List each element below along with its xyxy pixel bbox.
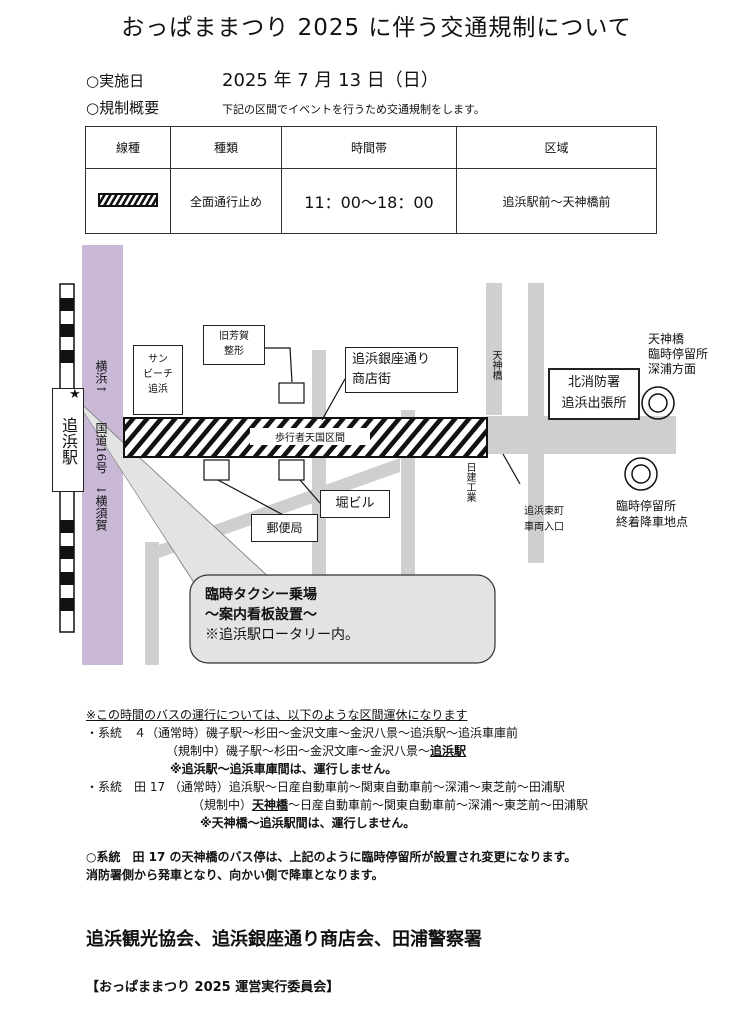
notes-intro: ※この時間のバスの運行については、以下のような区間運休になります bbox=[86, 708, 468, 722]
sunbeach-l1: サン bbox=[148, 354, 168, 365]
stop-change-2: 消防署側から発車となり、向かい側で降車となります。 bbox=[86, 868, 384, 882]
hatched-line-icon bbox=[98, 192, 158, 207]
kyuyoshiga-box: 旧芳賀 整形 bbox=[203, 325, 265, 365]
row-area: 追浜駅前〜天神橋前 bbox=[456, 168, 657, 234]
star-icon: ★ bbox=[69, 387, 81, 402]
tenjinbashi-road-label: 天神橋 bbox=[490, 350, 501, 380]
pedestrian-label: 歩行者天国区間 bbox=[275, 433, 345, 444]
overview-text: 下記の区間でイベントを行うため交通規制をします。 bbox=[222, 103, 485, 116]
taxi-stand-area bbox=[189, 574, 496, 664]
shotengai-box: 追浜銀座通り 商店街 bbox=[345, 347, 458, 393]
header-line-type: 線種 bbox=[85, 126, 171, 169]
shotengai-l2: 商店街 bbox=[352, 372, 392, 387]
sunbeach-box: サン ビーチ 追浜 bbox=[133, 345, 183, 415]
taxi-l2: 〜案内看板設置〜 bbox=[205, 607, 317, 623]
sunbeach-l3: 追浜 bbox=[148, 384, 168, 395]
higashimachi-l1: 追浜東町 bbox=[524, 506, 564, 517]
fire-l1: 北消防署 bbox=[567, 375, 620, 390]
traffic-map: ★ 追浜駅 横浜↑ 国道16号 ↓横須賀 サン ビーチ 追浜 旧芳賀 整形 追浜… bbox=[0, 240, 753, 670]
route16-label: 国道16号 bbox=[94, 422, 108, 474]
post-office-box: 郵便局 bbox=[251, 514, 318, 542]
temp-stop-north: 天神橋 臨時停留所 深浦方面 bbox=[648, 332, 708, 377]
route16-yokohama: 横浜↑ bbox=[94, 360, 108, 395]
taxi-l1: 臨時タクシー乗場 bbox=[205, 587, 317, 603]
taxi-l3: ※追浜駅ロータリー内。 bbox=[205, 627, 359, 643]
kyuyoshiga-l2: 整形 bbox=[224, 346, 244, 357]
temp-stop-north-l3: 深浦方面 bbox=[648, 362, 697, 376]
station-box: ★ 追浜駅 bbox=[52, 387, 84, 492]
sys17-normal: ・系統 田 17 （通常時）追浜駅〜日産自動車前〜関東自動車前〜深浦〜東芝前〜田… bbox=[86, 780, 565, 794]
header-time: 時間帯 bbox=[281, 126, 457, 169]
temp-stop-south-l1: 臨時停留所 bbox=[616, 499, 677, 513]
temp-stop-south-l2: 終着降車地点 bbox=[616, 515, 689, 529]
sys17-regulated: （規制中）天神橋〜日産自動車前〜関東自動車前〜深浦〜東芝前〜田浦駅 bbox=[86, 796, 726, 814]
sys4-regulated: （規制中）磯子駅〜杉田〜金沢文庫〜金沢八景〜追浜駅 bbox=[86, 742, 726, 760]
sys4-note: ※追浜駅〜追浜車庫間は、運行しません。 bbox=[170, 762, 398, 776]
nikken-label: 日建工業 bbox=[464, 462, 475, 502]
taxi-stand-text: 臨時タクシー乗場 〜案内看板設置〜 ※追浜駅ロータリー内。 bbox=[205, 585, 359, 645]
map-graphics bbox=[59, 245, 676, 665]
higashimachi-label: 追浜東町 車両入口 bbox=[524, 504, 564, 536]
line-type-swatch bbox=[85, 168, 171, 234]
temp-stop-south: 臨時停留所 終着降車地点 bbox=[616, 498, 688, 530]
page-title: おっぱままつり 2025 に伴う交通規制について bbox=[121, 15, 632, 41]
shotengai-l1: 追浜銀座通り bbox=[352, 352, 431, 367]
higashimachi-l2: 車両入口 bbox=[524, 522, 564, 533]
temp-stop-north-l1: 天神橋 bbox=[648, 332, 685, 346]
organizers: 追浜観光協会、追浜銀座通り商店会、田浦警察署 bbox=[86, 929, 482, 950]
header-area: 区域 bbox=[456, 126, 657, 169]
date-label: ○実施日 bbox=[86, 72, 145, 90]
stop-change-1: ○系統 田 17 の天神橋のバス停は、上記のように臨時停留所が設置され変更になり… bbox=[86, 850, 577, 864]
header-kind: 種類 bbox=[170, 126, 282, 169]
temp-stop-north-l2: 臨時停留所 bbox=[648, 347, 709, 361]
fire-l2: 追浜出張所 bbox=[561, 396, 627, 411]
bus-notes: ※この時間のバスの運行については、以下のような区間運休になります ・系統 ４（通… bbox=[86, 706, 726, 884]
fire-station-box: 北消防署 追浜出張所 bbox=[548, 368, 640, 420]
committee: 【おっぱままつり 2025 運営実行委員会】 bbox=[86, 980, 340, 995]
sunbeach-l2: ビーチ bbox=[143, 369, 173, 380]
sys17-reg-start: 天神橋 bbox=[252, 798, 289, 812]
date-value: 2025 年 7 月 13 日（日） bbox=[222, 70, 439, 91]
sys4-reg-end: 追浜駅 bbox=[430, 744, 467, 758]
sys4-normal: ・系統 ４（通常時）磯子駅〜杉田〜金沢文庫〜金沢八景〜追浜駅〜追浜車庫前 bbox=[86, 726, 519, 740]
sys17-reg-rest: 〜日産自動車前〜関東自動車前〜深浦〜東芝前〜田浦駅 bbox=[288, 798, 589, 812]
station-name: 追浜駅 bbox=[59, 417, 78, 465]
row-time: 11：00〜18：00 bbox=[281, 168, 457, 234]
sys4-reg-prefix: （規制中）磯子駅〜杉田〜金沢文庫〜金沢八景〜 bbox=[166, 744, 431, 758]
regulation-table: 線種 種類 時間帯 区域 全面通行止め 11：00〜18：00 追浜駅前〜天神橋… bbox=[85, 126, 657, 234]
sys17-note: ※天神橋〜追浜駅間は、運行しません。 bbox=[200, 816, 416, 830]
route16-yokosuka: ↓横須賀 bbox=[94, 485, 108, 532]
row-kind: 全面通行止め bbox=[170, 168, 282, 234]
kyuyoshiga-l1: 旧芳賀 bbox=[219, 331, 249, 342]
hori-building-box: 堀ビル bbox=[320, 490, 390, 518]
overview-label: ○規制概要 bbox=[86, 99, 160, 117]
sys17-reg-prefix: （規制中） bbox=[192, 798, 253, 812]
